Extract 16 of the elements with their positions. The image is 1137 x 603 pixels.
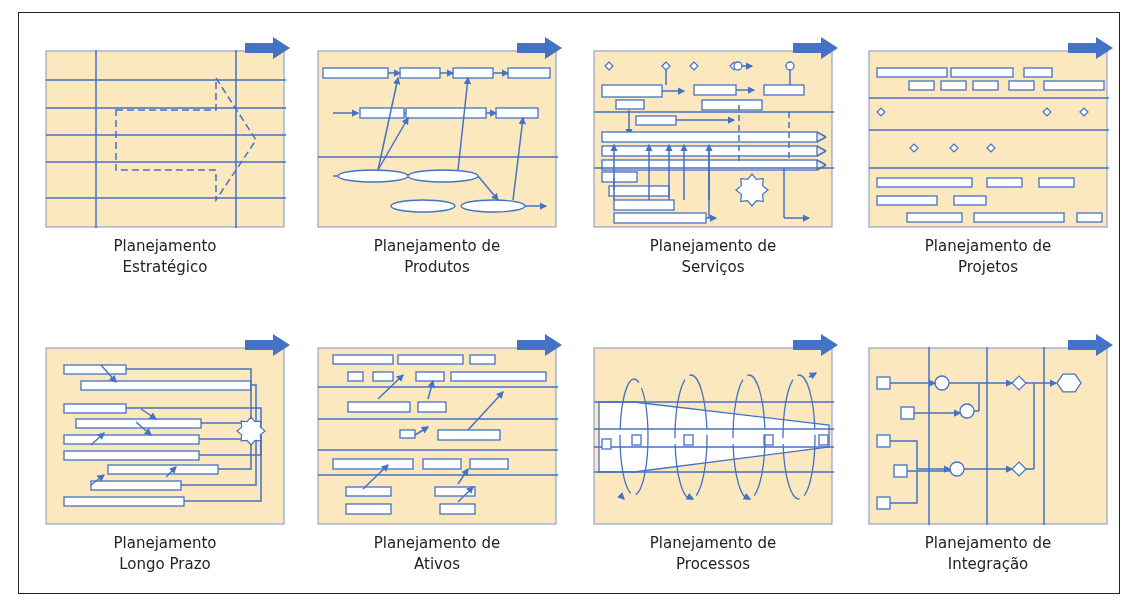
panel-caption: Planejamento de Ativos [372, 533, 502, 575]
planning-diagram-drawing [593, 36, 839, 228]
panel-caption: Planejamento de Projetos [923, 236, 1053, 278]
panel-caption: Planejamento de Processos [648, 533, 778, 575]
planning-diagram-drawing [45, 36, 291, 228]
planning-diagram-drawing [868, 36, 1114, 228]
panel-caption: Planejamento Longo Prazo [112, 533, 218, 575]
panel-caption: Planejamento de Integração [923, 533, 1053, 575]
planning-diagram-drawing [317, 333, 563, 525]
panel-caption: Planejamento Estratégico [112, 236, 218, 278]
planning-diagram-drawing [317, 36, 563, 228]
planning-diagram-drawing [868, 333, 1114, 525]
panel-caption: Planejamento de Serviços [648, 236, 778, 278]
panel-caption: Planejamento de Produtos [372, 236, 502, 278]
planning-diagram-drawing [593, 333, 839, 525]
planning-diagram-drawing [45, 333, 291, 525]
